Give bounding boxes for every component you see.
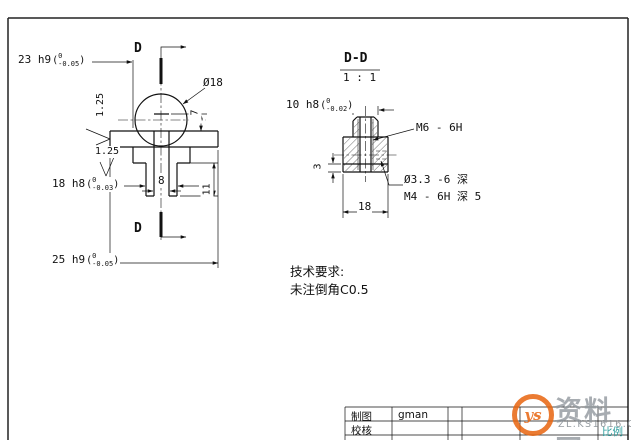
dim-mid-width-tol-upper: 0 — [92, 176, 97, 184]
dim-height-7: 7 — [188, 101, 202, 124]
dim-boss-width-tol-lower: -0.02 — [326, 104, 348, 113]
watermark-logo-text: ys — [524, 406, 542, 424]
section-arrow-top — [160, 45, 187, 60]
dim-height-11: 11 — [200, 178, 214, 201]
roughness-left-value: 1.25 — [94, 87, 108, 123]
side-hole-hidden — [376, 150, 388, 160]
dim-top-width-value: 23 h9 — [18, 53, 52, 67]
dim-boss-width: 10 h8 0 -0.02 — [285, 97, 355, 114]
tech-notes-heading: 技术要求: — [290, 264, 345, 279]
dim-top-width-tol-lower: -0.05 — [58, 59, 80, 68]
front-view-outline — [109, 93, 219, 197]
section-marker-top-label: D — [134, 41, 142, 56]
watermark-site-name: 资料网 — [555, 396, 613, 440]
dim-mid-width-tol-lower: -0.03 — [92, 183, 114, 192]
title-block-checked-label: 校核 — [351, 425, 372, 437]
thread-leader — [372, 128, 415, 141]
dim-bottom-width: 25 h9 0 -0.05 — [51, 252, 121, 269]
dim-slot-width: 8 — [157, 174, 166, 188]
dim-top-width: 23 h9 0 -0.05 — [17, 52, 87, 69]
dim-diameter: Ø18 — [203, 76, 223, 89]
hole-callout-line1: Ø3.3 -6 深 — [403, 173, 469, 187]
watermark-site-url: ZL.KS1616.COM — [558, 419, 631, 430]
dim-step-height: 3 — [311, 155, 325, 178]
dim-bottom-width-tol-lower: -0.05 — [92, 259, 114, 268]
title-block-scale-label: 比例 — [602, 426, 623, 438]
dim-mid-width: 18 h8 0 -0.03 — [51, 176, 121, 193]
diameter-leader — [182, 87, 206, 105]
dim-top-width-tol-upper: 0 — [58, 52, 63, 60]
title-block-drafted-by: gman — [398, 409, 428, 421]
thread-callout: M6 - 6H — [415, 121, 464, 135]
section-view-scale: 1 : 1 — [343, 71, 377, 84]
watermark-logo-ring: ys — [512, 394, 554, 436]
roughness-front-value: 1.25 — [94, 146, 121, 158]
dim-boss-width-tol-upper: 0 — [326, 97, 331, 105]
section-marker-bottom-label: D — [134, 221, 142, 236]
tapped-hole — [359, 117, 372, 172]
hole-callout-line2: M4 - 6H 深 5 — [403, 190, 483, 204]
dim-bottom-width-value: 25 h9 — [52, 253, 86, 267]
section-cut-markers — [159, 45, 187, 239]
dim-bottom-width-tol-upper: 0 — [92, 252, 97, 260]
dim-section-bottom-width: 18 — [357, 200, 373, 214]
section-view-title: D-D — [344, 51, 368, 66]
dim-boss-width-value: 10 h8 — [286, 98, 320, 112]
title-block-drafted-label: 制图 — [351, 411, 372, 423]
bore-circle — [134, 93, 188, 147]
tech-notes-line1: 未注倒角C0.5 — [290, 282, 369, 297]
sheet-border — [7, 17, 629, 440]
hole-callout-leader — [380, 160, 403, 186]
dim-mid-width-value: 18 h8 — [52, 177, 86, 191]
roughness-symbol-left — [85, 128, 111, 146]
